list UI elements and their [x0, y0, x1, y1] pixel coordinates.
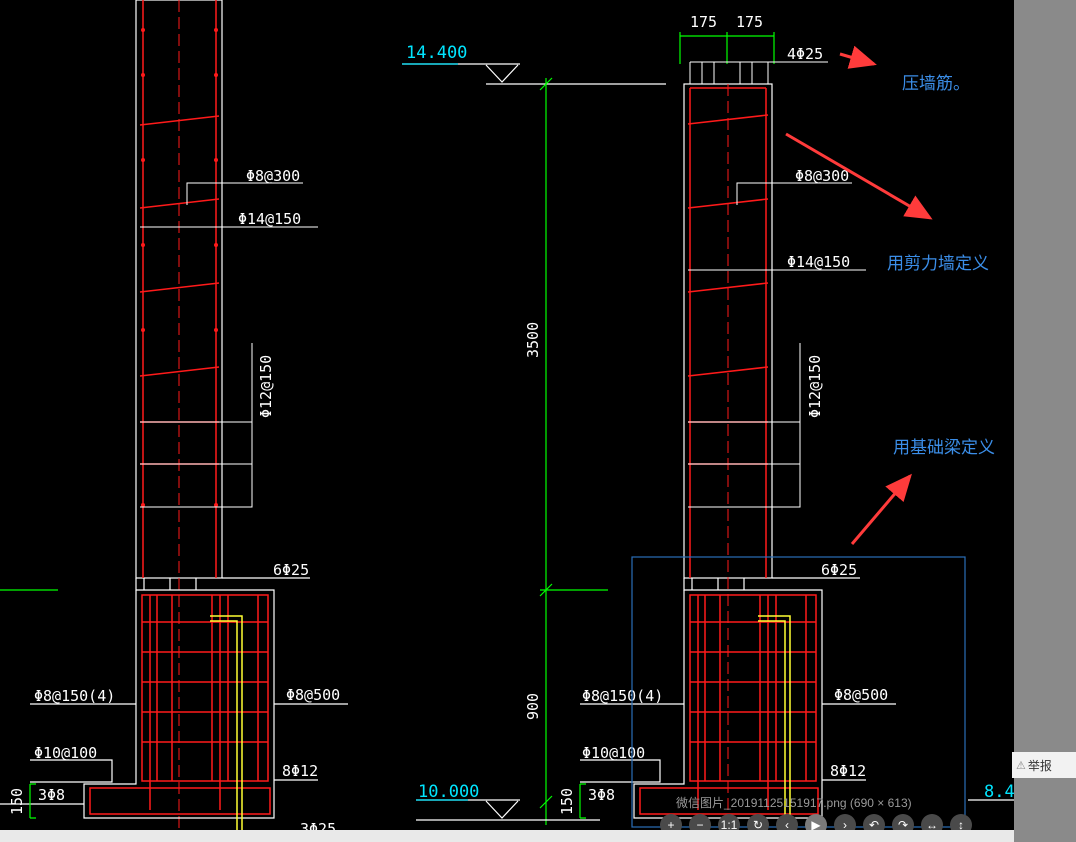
report-label: 举报 [1027, 758, 1052, 773]
image-viewer: Φ8@300 Φ14@150 Φ12@150 6Φ25 Φ8@150(4) Φ8… [0, 0, 1014, 830]
next-button[interactable]: › [834, 814, 856, 830]
viewer-toolbar: + − 1:1 ↻ ‹ ▶ › ↶ ↷ ↔ ↕ [660, 814, 972, 830]
left-side-bars-label: 8Φ12 [282, 762, 318, 780]
rotate-right-button[interactable]: ↷ [892, 814, 914, 830]
actual-size-button[interactable]: 1:1 [718, 814, 740, 830]
right-bar-1-label: Φ14@150 [787, 253, 850, 271]
zoom-out-button[interactable]: − [689, 814, 711, 830]
rotate-button[interactable]: ↻ [747, 814, 769, 830]
report-button[interactable]: ⚠ 举报 [1012, 752, 1076, 778]
right-edge-level: 8.4 [984, 782, 1014, 802]
left-stirrup-3-label: Φ8@500 [286, 686, 340, 704]
side-panel [1014, 0, 1076, 842]
right-dim-150: 150 [558, 788, 576, 815]
rotate-left-button[interactable]: ↶ [863, 814, 885, 830]
left-stirrup-1-label: Φ8@300 [246, 167, 300, 185]
warning-icon: ⚠ [1016, 759, 1026, 772]
annotation-foundation-beam: 用基础梁定义 [893, 438, 995, 457]
left-cut-label: 3Φ25 [300, 820, 336, 830]
flip-vertical-button[interactable]: ↕ [950, 814, 972, 830]
right-base-bars-label: 6Φ25 [821, 561, 857, 579]
image-caption: 微信图片_20191125151917.png (690 × 613) [676, 796, 912, 810]
right-bottom-bars-label: 3Φ8 [588, 786, 615, 804]
left-section: Φ8@300 Φ14@150 Φ12@150 6Φ25 Φ8@150(4) Φ8… [0, 0, 348, 830]
height-lower: 900 [524, 693, 542, 720]
annotation-shear-wall: 用剪力墙定义 [887, 254, 989, 273]
left-top-bars-label: 6Φ25 [273, 561, 309, 579]
right-bar-2-label: Φ12@150 [806, 355, 824, 418]
right-stirrup-3-label: Φ8@500 [834, 686, 888, 704]
zoom-in-button[interactable]: + [660, 814, 682, 830]
level-top: 14.400 [406, 43, 467, 63]
previous-button[interactable]: ‹ [776, 814, 798, 830]
left-dim-150: 150 [8, 788, 26, 815]
right-dim-a: 175 [690, 13, 717, 31]
foundation-beam-highlight [631, 556, 966, 828]
play-button[interactable]: ▶ [805, 814, 827, 830]
right-dim-b: 175 [736, 13, 763, 31]
right-bar-3-label: Φ10@100 [582, 744, 645, 762]
left-bar-2-label: Φ12@150 [257, 355, 275, 418]
cad-drawing: Φ8@300 Φ14@150 Φ12@150 6Φ25 Φ8@150(4) Φ8… [0, 0, 1014, 830]
left-bar-3-label: Φ10@100 [34, 744, 97, 762]
right-side-bars-label: 8Φ12 [830, 762, 866, 780]
right-section: 175 175 4Φ25 Φ8@300 Φ14@150 Φ12@150 [558, 13, 1014, 830]
height-upper: 3500 [524, 322, 542, 358]
arrow-foundation-beam [850, 473, 912, 545]
bottom-strip [0, 830, 1014, 842]
annotation-arrows [785, 45, 933, 545]
right-top-bars-label: 4Φ25 [787, 45, 823, 63]
level-bottom: 10.000 [418, 782, 479, 802]
annotation-wall-top: 压墙筋。 [902, 74, 970, 93]
flip-horizontal-button[interactable]: ↔ [921, 814, 943, 830]
left-stirrup-2-label: Φ8@150(4) [34, 687, 115, 705]
right-stirrup-1-label: Φ8@300 [795, 167, 849, 185]
elevation-dimensions: 14.400 3500 900 10.000 [402, 43, 666, 825]
arrow-shear-wall [785, 132, 933, 220]
arrow-wall-top [839, 45, 877, 69]
left-bar-1-label: Φ14@150 [238, 210, 301, 228]
left-bottom-bars-label: 3Φ8 [38, 786, 65, 804]
right-stirrup-2-label: Φ8@150(4) [582, 687, 663, 705]
